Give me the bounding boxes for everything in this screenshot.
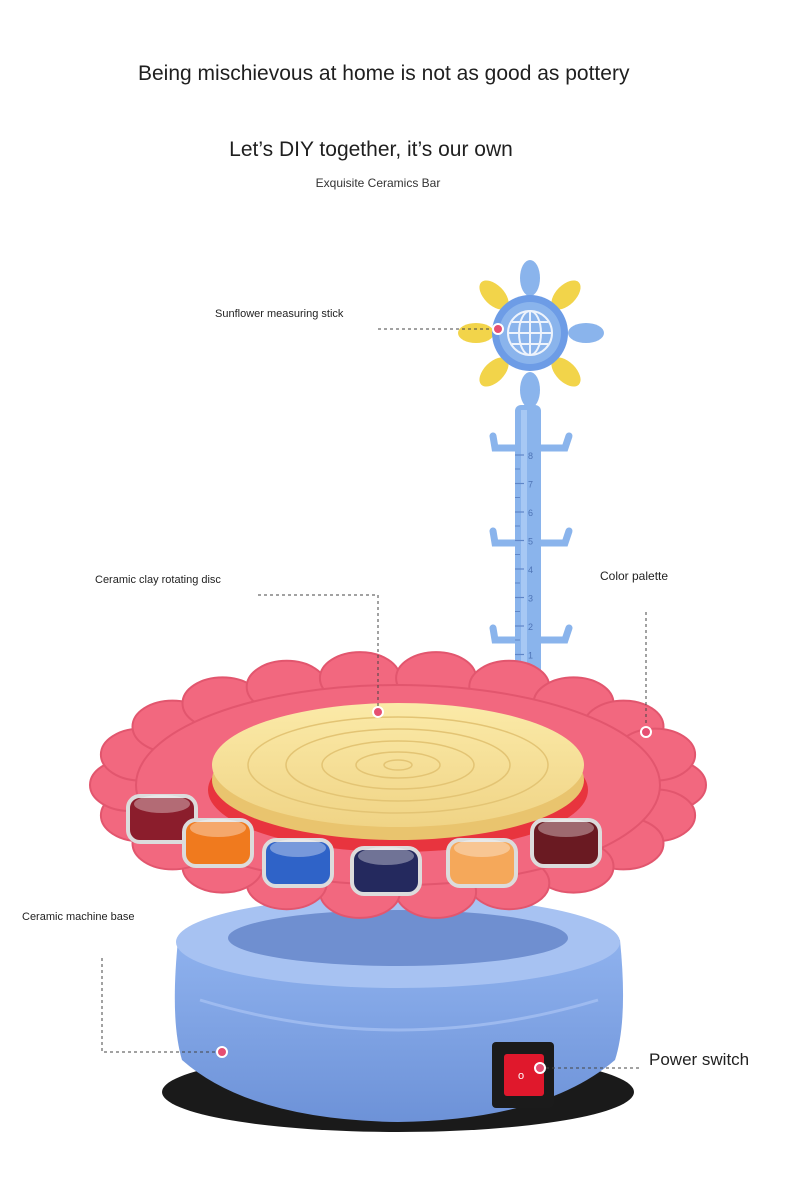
tagline: Exquisite Ceramics Bar xyxy=(315,176,441,190)
ruler-tick-label: 6 xyxy=(528,508,533,518)
paint-pot-body xyxy=(446,838,518,888)
power-switch[interactable]: o xyxy=(492,1042,554,1108)
paint-pot-lid xyxy=(190,819,246,837)
rotating-disc xyxy=(212,703,584,840)
ruler-tick-label: 2 xyxy=(528,622,533,632)
paint-pot-maroon xyxy=(530,818,602,868)
paint-pot-blue xyxy=(262,838,334,888)
paint-pot-lid xyxy=(454,839,510,857)
paint-pot-lid xyxy=(134,795,190,813)
machine-base xyxy=(162,896,634,1132)
ruler-tick-label: 1 xyxy=(528,651,533,661)
ruler-tick-label: 7 xyxy=(528,480,533,490)
ruler-tick-label: 5 xyxy=(528,537,533,547)
paint-pot-orange xyxy=(182,818,254,868)
paint-pot-body xyxy=(350,846,422,896)
ruler-tick-label: 8 xyxy=(528,451,533,461)
ruler-tick-label: 4 xyxy=(528,565,533,575)
callout-lines xyxy=(101,328,647,1069)
callout-rotating-disc: Ceramic clay rotating disc xyxy=(95,574,221,586)
paint-pot-navy xyxy=(350,846,422,896)
ruler-tick-label: 3 xyxy=(528,594,533,604)
callout-color-palette: Color palette xyxy=(600,569,669,583)
callout-dots xyxy=(216,323,652,1074)
svg-text:o: o xyxy=(518,1070,524,1082)
callout-machine-base: Ceramic machine base xyxy=(22,911,135,923)
callout-measuring-stick: Sunflower measuring stick xyxy=(215,308,344,320)
subheadline: Let’s DIY together, it’s our own xyxy=(229,138,513,161)
paint-pot-body xyxy=(530,818,602,868)
headline: Being mischievous at home is not as good… xyxy=(138,62,630,85)
paint-pot-body xyxy=(182,818,254,868)
paint-pot-lid xyxy=(358,847,414,865)
paint-pots xyxy=(126,794,602,896)
callout-power-switch: Power switch xyxy=(649,1050,750,1069)
paint-pot-peach xyxy=(446,838,518,888)
paint-pot-body xyxy=(262,838,334,888)
sunflower-head xyxy=(458,260,604,408)
paint-pot-lid xyxy=(538,819,594,837)
paint-pot-dark-red xyxy=(126,794,198,844)
paint-pot-lid xyxy=(270,839,326,857)
measuring-stick: 876543210 xyxy=(489,405,573,705)
